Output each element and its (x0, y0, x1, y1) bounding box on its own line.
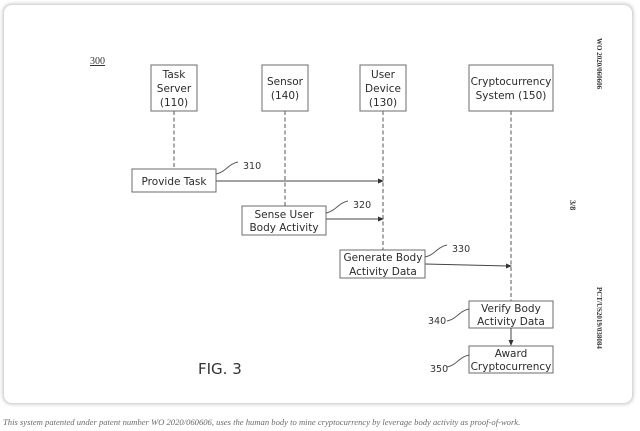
step-ref: 330 (452, 244, 470, 255)
reference-leader (215, 161, 239, 175)
figure-label: FIG. 3 (198, 360, 242, 378)
application-number: PCT/US2019/038084 (595, 287, 603, 349)
participant-label-line: System (150) (476, 90, 547, 102)
participant-label-line: Device (365, 83, 401, 95)
step-label-line: Award (495, 348, 528, 360)
step-provide-task: Provide Task 310 (131, 161, 384, 193)
step-label-line: Verify Body (481, 303, 541, 315)
arrowhead-icon (508, 340, 514, 346)
message-arrow (424, 263, 509, 267)
publication-number: WO 2020/060606 (595, 38, 603, 90)
step-generate-body-activity-data: Generate Body Activity Data 330 (339, 244, 512, 279)
diagram-number: 300 (90, 56, 105, 67)
step-ref: 350 (430, 364, 448, 375)
step-label-line: Body Activity (249, 222, 318, 234)
participant-label-line: (140) (271, 90, 299, 102)
participant-label-line: User (371, 69, 396, 81)
participant-label-line: Server (157, 83, 192, 95)
participant-label-line: Cryptocurrency (471, 76, 552, 88)
step-ref: 320 (353, 200, 371, 211)
step-sense-user-body-activity: Sense User Body Activity 320 (241, 200, 384, 236)
step-ref: 310 (243, 161, 261, 172)
step-label-line: Cryptocurrency (471, 361, 552, 373)
participant-crypto-system: Cryptocurrency System (150) (468, 64, 554, 112)
step-label-line: Generate Body (344, 252, 423, 264)
step-label-line: Sense User (255, 209, 315, 221)
reference-leader (446, 354, 470, 368)
reference-leader (424, 244, 448, 258)
step-verify-body-activity-data: Verify Body Activity Data 340 (428, 300, 554, 329)
participant-label-line: Task (162, 69, 187, 81)
participant-label-line: (110) (160, 97, 188, 109)
image-caption: This system patented under patent number… (3, 417, 521, 427)
sheet-number: 3/8 (568, 200, 577, 210)
arrowhead-icon (378, 216, 384, 222)
participant-label-line: Sensor (267, 76, 304, 88)
arrowhead-icon (378, 178, 384, 184)
step-award-cryptocurrency: Award Cryptocurrency 350 (430, 345, 554, 375)
step-label-line: Activity Data (349, 266, 417, 278)
arrowhead-icon (506, 263, 512, 269)
participant-user-device: User Device (130) (359, 64, 407, 112)
participant-task-server: Task Server (110) (150, 64, 198, 112)
reference-leader (446, 308, 470, 322)
step-label-line: Activity Data (477, 316, 545, 328)
step-ref: 340 (428, 316, 446, 327)
reference-leader (325, 200, 349, 214)
step-label-line: Provide Task (142, 176, 208, 188)
participant-sensor: Sensor (140) (261, 64, 309, 112)
participant-label-line: (130) (369, 97, 397, 109)
